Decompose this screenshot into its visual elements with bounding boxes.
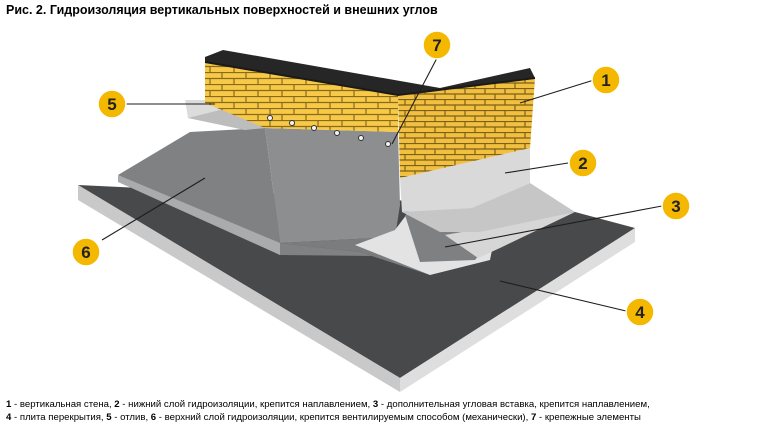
brick-wall (204, 50, 536, 178)
marker-5: 5 (97, 89, 127, 119)
legend-text: - верхний слой гидроизоляции, крепится в… (156, 412, 531, 423)
legend-text: - вертикальная стена, (11, 399, 115, 410)
svg-text:6: 6 (81, 243, 90, 262)
fasteners (267, 115, 391, 147)
marker-3: 3 (661, 191, 691, 221)
legend-line-1: 1 - вертикальная стена, 2 - нижний слой … (6, 398, 766, 411)
marker-7: 7 (422, 30, 452, 60)
legend-text: - нижний слой гидроизоляции, крепится на… (119, 399, 373, 410)
svg-text:3: 3 (671, 197, 680, 216)
marker-4: 4 (625, 297, 655, 327)
legend-num: 1 (6, 399, 12, 410)
legend-num: 7 (530, 412, 537, 423)
svg-text:1: 1 (601, 71, 610, 90)
legend: 1 - вертикальная стена, 2 - нижний слой … (6, 398, 766, 424)
lower-layer (400, 148, 575, 232)
legend-num: 4 (6, 412, 12, 423)
legend-text: - крепежные элементы (536, 412, 641, 423)
marker-2: 2 (568, 148, 598, 178)
svg-text:7: 7 (432, 36, 441, 55)
legend-num: 6 (150, 412, 157, 423)
legend-text: - дополнительная угловая вставка, крепит… (378, 399, 650, 410)
legend-text: - плита перекрытия, (11, 412, 107, 423)
figure-title: Рис. 2. Гидроизоляция вертикальных повер… (6, 3, 438, 17)
marker-6: 6 (71, 237, 101, 267)
callout-lines (101, 57, 663, 312)
legend-line-2: 4 - плита перекрытия, 5 - отлив, 6 - вер… (6, 411, 766, 424)
legend-num: 2 (114, 399, 120, 410)
svg-text:2: 2 (578, 154, 587, 173)
svg-text:4: 4 (635, 303, 645, 322)
svg-text:5: 5 (107, 95, 116, 114)
legend-text: - отлив, (111, 412, 151, 423)
marker-1: 1 (591, 65, 621, 95)
legend-num: 3 (372, 399, 379, 410)
legend-num: 5 (106, 412, 112, 423)
